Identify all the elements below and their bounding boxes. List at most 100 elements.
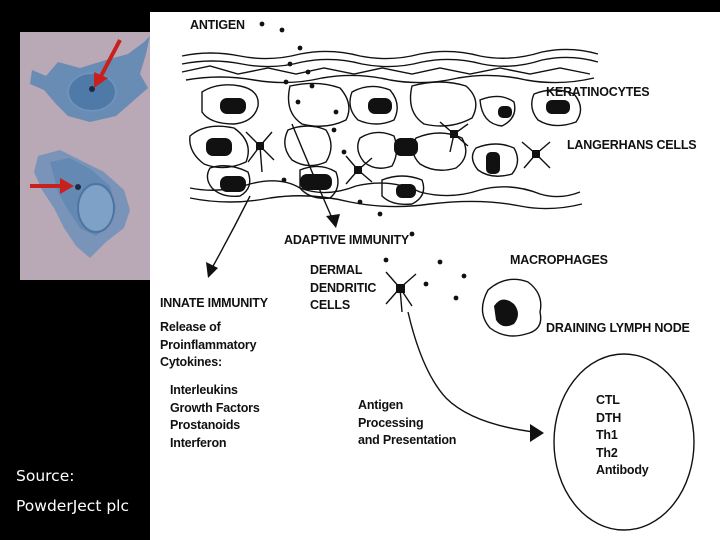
keratinocyte-cell	[409, 81, 477, 127]
micrograph-photo	[20, 32, 172, 280]
immunology-diagram: ANTIGEN KERATINOCYTES LANGERHANS CELLS A…	[150, 12, 720, 540]
cytokine-list: Interleukins Growth Factors Prostanoids …	[170, 382, 260, 452]
lymph-node-oval	[553, 353, 695, 531]
dermal-line: DERMAL	[310, 263, 363, 277]
skin-layer-line	[181, 56, 599, 68]
antigen-particle	[423, 281, 429, 287]
skin-layer-line	[181, 48, 599, 60]
dermal-line: CELLS	[310, 298, 350, 312]
keratinocyte-nucleus	[206, 138, 232, 156]
keratinocyte-cell	[284, 125, 332, 167]
label-macrophages: MACROPHAGES	[510, 253, 608, 267]
release-line: Release of	[160, 320, 221, 334]
micrograph-image	[20, 32, 172, 280]
antigen-particle	[409, 231, 415, 237]
node-item: Th2	[596, 445, 618, 460]
antigen-particle	[333, 109, 339, 115]
node-item: DTH	[596, 410, 622, 425]
release-line: Cytokines:	[160, 355, 222, 369]
lymph-node-outputs: CTL DTH Th1 Th2 Antibody	[596, 392, 649, 480]
langerhans-cell-body	[532, 150, 540, 158]
antigen-particle	[305, 69, 311, 75]
keratinocyte-cell	[357, 131, 398, 169]
langerhans-processes	[245, 131, 275, 173]
keratinocyte-cell	[471, 143, 519, 177]
processing-line: Antigen	[358, 398, 404, 412]
keratinocyte-nucleus	[546, 100, 570, 114]
antigen-particle	[377, 211, 383, 217]
langerhans-cell-body	[256, 142, 264, 150]
antigen-particle	[297, 45, 303, 51]
keratinocyte-cell	[299, 165, 339, 199]
source-caption: Source: PowderJect plc	[16, 461, 129, 521]
antigen-particle	[295, 99, 301, 105]
keratinocyte-cell	[531, 89, 582, 127]
cytokine-item: Growth Factors	[170, 400, 260, 415]
keratinocyte-cell	[412, 132, 467, 171]
langerhans-processes	[345, 155, 373, 185]
node-item: Antibody	[596, 463, 649, 477]
macrophage-cell	[481, 278, 542, 337]
keratinocyte-nucleus	[300, 174, 332, 190]
antigen-particle	[281, 177, 287, 183]
antigen-particle	[437, 259, 443, 265]
adaptive-arrow	[291, 123, 333, 219]
antigen-particle	[383, 257, 389, 263]
processing-line: and Presentation	[358, 433, 457, 447]
antigen-particle	[461, 273, 467, 279]
keratinocyte-cell	[381, 175, 425, 206]
keratinocyte-nucleus	[396, 184, 416, 198]
cytokine-item: Prostanoids	[170, 418, 241, 432]
red-arrow-icon	[94, 39, 122, 88]
antigen-particle	[283, 79, 289, 85]
diagram-drawing	[181, 21, 695, 531]
label-draining-lymph-node: DRAINING LYMPH NODE	[546, 321, 690, 335]
macrophage-nucleus	[494, 299, 518, 327]
basement-membrane-line	[189, 180, 581, 198]
keratinocyte-cell	[479, 95, 516, 127]
processing-line: Processing	[358, 415, 424, 430]
node-item: CTL	[596, 393, 620, 407]
label-dermal-dendritic-cells: DERMAL DENDRITIC CELLS	[310, 262, 376, 315]
antigen-particle	[279, 27, 285, 33]
node-item: Th1	[596, 428, 618, 442]
langerhans-processes	[439, 121, 469, 153]
langerhans-cell-body	[450, 130, 458, 138]
label-keratinocytes: KERATINOCYTES	[546, 85, 650, 99]
cytokine-item: Interferon	[170, 435, 227, 450]
antigen-particle	[287, 61, 293, 67]
innate-arrow	[211, 195, 251, 269]
antigen-particle	[357, 199, 363, 205]
langerhans-processes	[521, 141, 551, 169]
keratinocyte-cell	[287, 82, 350, 127]
antigen-particle	[341, 149, 347, 155]
release-line: Proinflammatory	[160, 337, 257, 352]
keratinocyte-nucleus	[498, 106, 512, 118]
dendritic-cell-body	[396, 284, 405, 293]
keratinocyte-nucleus	[394, 138, 418, 156]
keratinocyte-cell	[189, 125, 249, 169]
dendritic-processes	[385, 271, 417, 313]
label-release: Release of Proinflammatory Cytokines:	[160, 319, 257, 372]
keratinocyte-cell	[206, 165, 251, 198]
source-name: PowderJect plc	[16, 497, 130, 515]
red-arrow-icon	[30, 178, 74, 194]
keratinocyte-cell	[349, 85, 398, 125]
antigen-particle	[259, 21, 265, 27]
langerhans-cell-body	[354, 166, 362, 174]
source-label: Source:	[16, 467, 75, 485]
label-antigen: ANTIGEN	[190, 18, 245, 32]
keratinocyte-nucleus	[220, 176, 246, 192]
label-langerhans-cells: LANGERHANS CELLS	[567, 138, 697, 152]
antigen-particle	[453, 295, 459, 301]
label-adaptive-immunity: ADAPTIVE IMMUNITY	[284, 233, 410, 247]
label-antigen-processing: Antigen Processing and Presentation	[358, 397, 456, 450]
keratinocyte-nucleus	[220, 98, 246, 114]
keratinocyte-nucleus	[368, 98, 392, 114]
label-innate-immunity: INNATE IMMUNITY	[160, 296, 268, 310]
cytokine-item: Interleukins	[170, 383, 238, 397]
skin-layer-line	[181, 65, 591, 75]
antigen-particle	[309, 83, 315, 89]
presentation-arrow	[407, 311, 535, 433]
